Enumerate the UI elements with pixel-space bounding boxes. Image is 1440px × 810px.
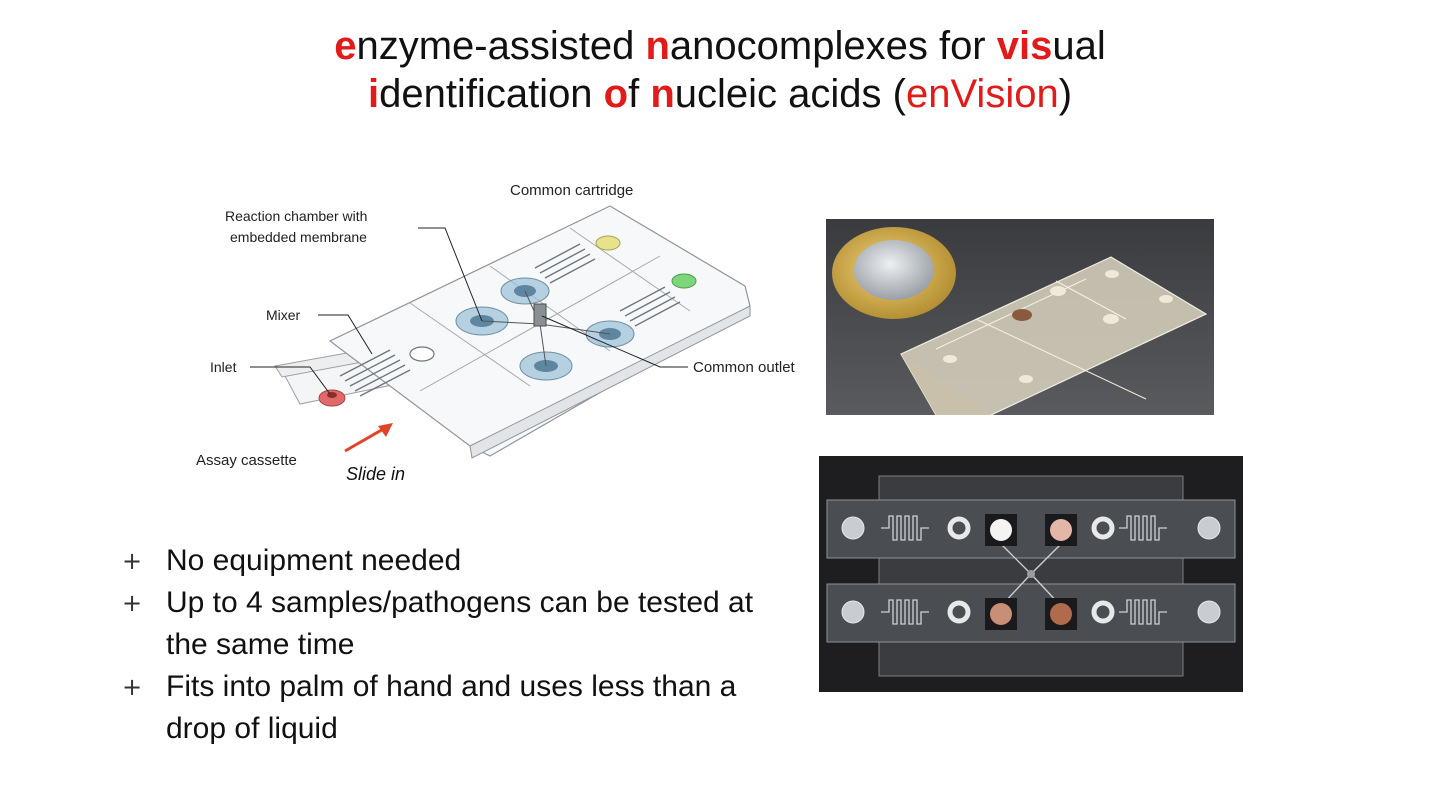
feature-list: + No equipment needed + Up to 4 samples/…	[122, 540, 782, 750]
cartridge-division	[569, 227, 691, 312]
mixer-channels	[339, 243, 681, 397]
label-slide-in: Slide in	[346, 464, 405, 484]
title-line-2: identification of nucleic acids (enVisio…	[0, 70, 1440, 118]
plus-icon: +	[122, 673, 143, 701]
plus-icon: +	[122, 547, 143, 575]
list-item-text: Up to 4 samples/pathogens can be tested …	[166, 586, 754, 661]
slide-in-arrow	[344, 423, 393, 453]
mixer-outlet-ring	[409, 346, 435, 362]
cartridge-diagram: Common cartridge Reaction chamber with e…	[196, 182, 796, 484]
common-outlet-port	[481, 290, 611, 367]
port-rings	[841, 516, 1221, 624]
title-line-1: enzyme-assisted nanocomplexes for visual	[0, 22, 1440, 70]
inlet-port	[318, 389, 346, 407]
label-reaction-chamber-1: Reaction chamber with	[225, 208, 367, 224]
title-highlight-segment: n	[645, 24, 670, 68]
chip-top-view-photo	[819, 456, 1243, 692]
leader-lines	[250, 227, 688, 395]
label-common-cartridge: Common cartridge	[510, 182, 633, 199]
list-item-text: No equipment needed	[166, 544, 462, 577]
list-item: + No equipment needed	[122, 540, 782, 582]
title-highlight-segment: n	[650, 72, 675, 116]
title-highlight-segment: vis	[996, 24, 1053, 68]
label-common-outlet: Common outlet	[693, 359, 796, 376]
reaction-wells	[985, 514, 1077, 630]
title-highlight-segment: e	[334, 24, 357, 68]
yellow-port	[595, 235, 621, 251]
green-port	[671, 273, 697, 289]
microfluidic-chip	[900, 256, 1208, 415]
title-text-segment: anocomplexes for	[669, 24, 997, 68]
title-text-segment: dentification	[379, 72, 604, 116]
label-mixer: Mixer	[266, 307, 301, 323]
list-item: + Up to 4 samples/pathogens can be teste…	[122, 582, 782, 666]
cartridge-division	[409, 302, 531, 387]
plus-icon: +	[122, 589, 143, 617]
title-text-segment: nzyme-assisted	[356, 24, 646, 68]
coin-icon	[832, 227, 956, 319]
title-text-segment: )	[1058, 72, 1073, 116]
list-item: + Fits into palm of hand and uses less t…	[122, 666, 782, 750]
title-highlight-segment: o	[603, 72, 629, 116]
title-text-segment: ual	[1052, 24, 1106, 68]
title-highlight-segment: i	[367, 72, 380, 116]
cartridge-front-edge	[469, 305, 751, 459]
label-inlet: Inlet	[210, 359, 237, 375]
label-assay-cassette: Assay cassette	[196, 452, 297, 469]
serpentine-channels	[881, 515, 1167, 625]
device-photo-with-coin	[826, 219, 1214, 415]
title-text-segment: ucleic acids (	[674, 72, 906, 116]
list-item-text: Fits into palm of hand and uses less tha…	[166, 670, 737, 745]
title-highlight-segment: enVision	[905, 72, 1059, 116]
label-reaction-chamber-2: embedded membrane	[230, 229, 367, 245]
title-text-segment: f	[628, 72, 651, 116]
slide-title: enzyme-assisted nanocomplexes for visual…	[0, 22, 1440, 118]
